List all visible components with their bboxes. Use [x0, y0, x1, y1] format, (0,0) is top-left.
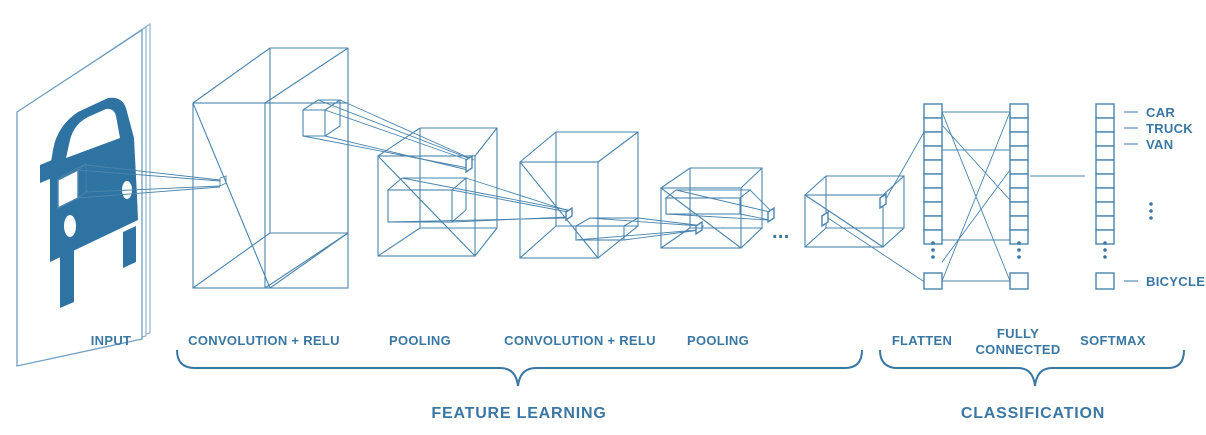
flatten-neuron	[923, 187, 943, 203]
fc-neuron	[1009, 201, 1029, 217]
flatten-neuron	[923, 131, 943, 147]
conv2-filter-window	[573, 217, 705, 241]
class-label-car: CAR	[1146, 105, 1175, 120]
fc-neuron	[1009, 215, 1029, 231]
softmax-ellipsis-dot	[1103, 255, 1107, 259]
label-input: INPUT	[91, 333, 132, 348]
class-label-bicycle: BICYCLE	[1146, 274, 1205, 289]
flatten-neuron	[923, 215, 943, 231]
label-pool1: POOLING	[389, 333, 451, 348]
flatten-neuron	[923, 173, 943, 189]
softmax-ellipsis-dot	[1103, 248, 1107, 252]
flatten-neuron	[923, 117, 943, 133]
flatten-neuron	[923, 159, 943, 175]
flatten-neuron	[923, 103, 943, 119]
softmax-neuron	[1095, 103, 1115, 119]
softmax-neuron	[1095, 131, 1115, 147]
flatten-ellipsis-dot	[931, 241, 935, 245]
fc-ellipsis-dot	[1017, 255, 1021, 259]
fc-neuron	[1009, 103, 1029, 119]
conv1-filter-window	[302, 99, 475, 174]
softmax-neuron	[1095, 173, 1115, 189]
fc-ellipsis-dot	[1017, 241, 1021, 245]
flatten-last-neuron	[923, 272, 943, 290]
feature-learning-brace	[176, 349, 863, 387]
layer-ellipsis: ...	[772, 221, 790, 243]
pool2-volume	[660, 167, 763, 249]
label-flatten: FLATTEN	[892, 333, 952, 348]
group-label-classification: CLASSIFICATION	[961, 405, 1105, 422]
pool1-filter-window	[386, 177, 573, 223]
label-fully: FULLY	[997, 326, 1039, 341]
final-feature-volume	[804, 175, 905, 248]
softmax-last-neuron	[1095, 272, 1115, 290]
softmax-neuron	[1095, 145, 1115, 161]
stage-labels: INPUT CONVOLUTION + RELU POOLING CONVOLU…	[91, 326, 1146, 357]
fc-neuron	[1009, 159, 1029, 175]
softmax-column	[1095, 103, 1115, 290]
fc-neuron	[1009, 173, 1029, 189]
flatten-ellipsis-dot	[931, 255, 935, 259]
class-label-van: VAN	[1146, 137, 1173, 152]
label-connected: CONNECTED	[975, 342, 1060, 357]
softmax-ellipsis-dot	[1103, 241, 1107, 245]
softmax-neuron	[1095, 201, 1115, 217]
group-label-feature-learning: FEATURE LEARNING	[431, 405, 606, 422]
fc-neuron	[1009, 145, 1029, 161]
flatten-neuron	[923, 145, 943, 161]
softmax-neuron	[1095, 117, 1115, 133]
label-softmax: SOFTMAX	[1080, 333, 1146, 348]
conv2-volume	[519, 131, 639, 259]
fc-neuron	[1009, 117, 1029, 133]
label-conv1: CONVOLUTION + RELU	[188, 333, 340, 348]
softmax-neuron	[1095, 159, 1115, 175]
pool1-volume	[377, 127, 498, 257]
class-ellipsis	[1149, 202, 1153, 220]
class-label-truck: TRUCK	[1146, 121, 1193, 136]
fc-ellipsis-dot	[1017, 248, 1021, 252]
softmax-neuron	[1095, 215, 1115, 231]
fc-neuron	[1009, 131, 1029, 147]
softmax-neuron	[1095, 187, 1115, 203]
pool2-filter-window	[664, 189, 775, 224]
flatten-column	[923, 103, 943, 290]
fully-connected-column	[1009, 103, 1029, 290]
classification-brace	[879, 349, 1185, 387]
label-conv2: CONVOLUTION + RELU	[504, 333, 656, 348]
flatten-to-fc-connections	[941, 111, 1011, 282]
output-class-labels: CAR TRUCK VAN BICYCLE	[1124, 105, 1205, 289]
flatten-ellipsis-dot	[931, 248, 935, 252]
label-pool2: POOLING	[687, 333, 749, 348]
fc-last-neuron	[1009, 272, 1029, 290]
conv1-volume	[192, 47, 349, 289]
input-image-stack	[16, 22, 151, 367]
fc-neuron	[1009, 187, 1029, 203]
flatten-neuron	[923, 201, 943, 217]
